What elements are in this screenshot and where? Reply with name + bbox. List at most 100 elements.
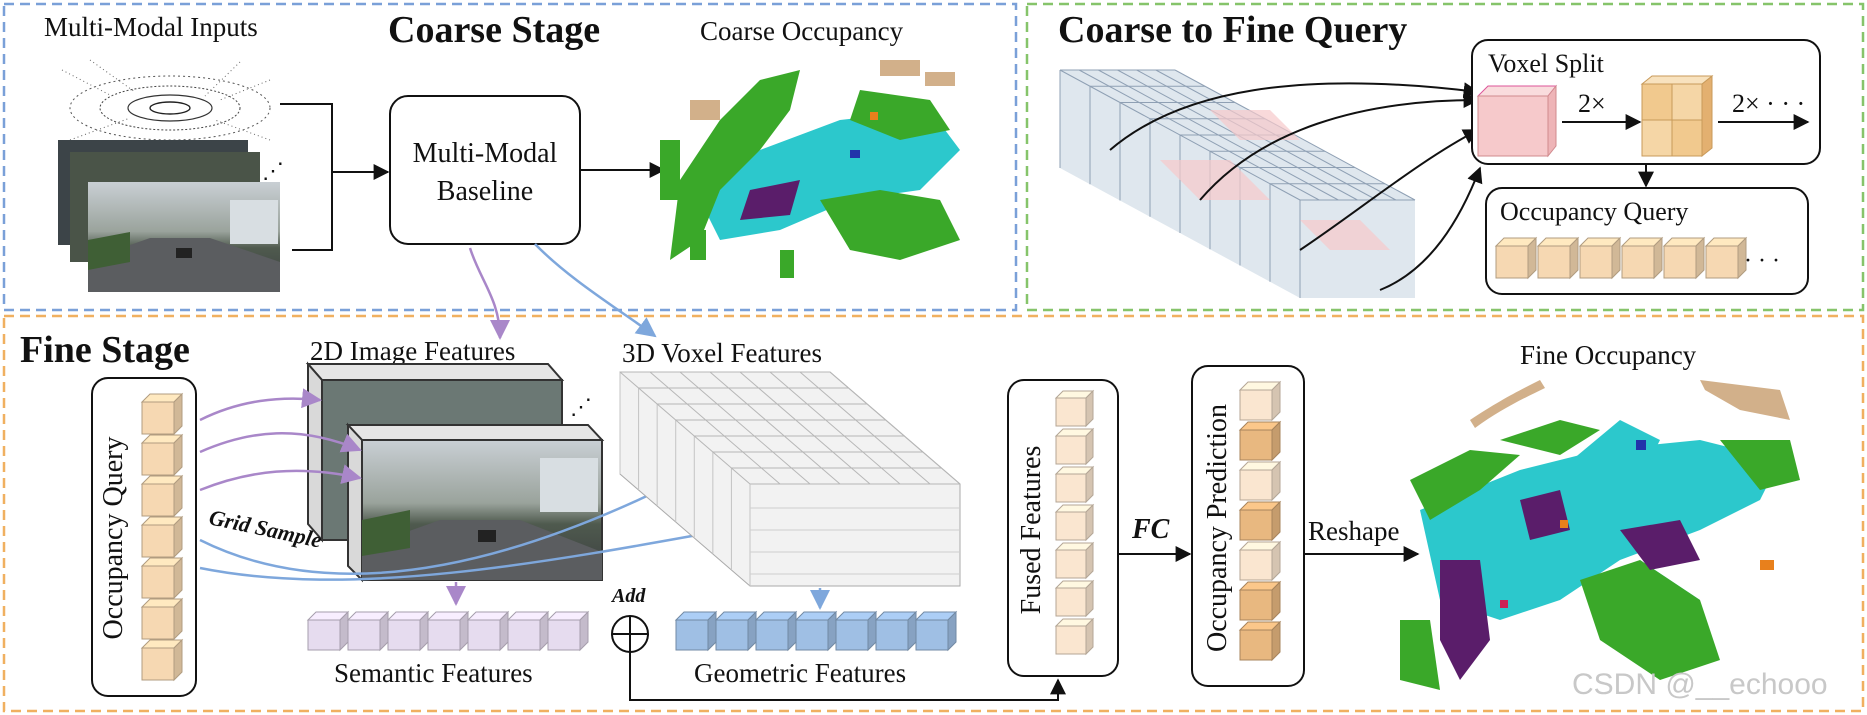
fine-stage-title: Fine Stage — [20, 329, 190, 371]
query-to-voxel-arrow-1 — [199, 478, 682, 575]
geometric-feature-cube — [874, 610, 918, 652]
voxel-split-label: Voxel Split — [1488, 49, 1605, 78]
fine-occupancy-map — [1400, 380, 1800, 690]
baseline-to-image-features-arrow — [468, 247, 510, 340]
top-query-cube — [1536, 236, 1580, 280]
fine-occupancy-label: Fine Occupancy — [1520, 340, 1697, 370]
fused-feature-cubes — [1054, 389, 1095, 656]
fine-stage-frame — [2, 314, 1865, 713]
split-factor-1: 2× — [1578, 89, 1606, 118]
prediction-cube — [1238, 500, 1282, 542]
occupancy-query-label-fine: Occupancy Query — [98, 437, 129, 640]
image-features-ellipsis: ⋰ — [570, 394, 592, 419]
voxel-features-grid-lines — [619, 371, 961, 586]
semantic-feature-cube — [306, 610, 350, 652]
voxel-features-grid — [619, 371, 961, 587]
geometric-feature-cubes — [674, 610, 958, 652]
fused-features-label: Fused Features — [1016, 446, 1047, 615]
split-cube-small-group — [1640, 74, 1714, 158]
grid-sample-label: Grid Sample — [207, 504, 324, 552]
fine-query-cube — [140, 515, 184, 559]
reshape-label: Reshape — [1308, 516, 1399, 546]
semantic-feature-cube — [346, 610, 390, 652]
geometric-features-label: Geometric Features — [694, 658, 906, 688]
image-feature-maps — [305, 361, 605, 583]
query-stage-title: Coarse to Fine Query — [1058, 9, 1407, 51]
top-query-cube — [1494, 236, 1538, 280]
fused-feature-cube — [1054, 503, 1095, 542]
fused-feature-cube — [1054, 541, 1095, 580]
lidar-scan-image — [58, 50, 280, 150]
occupancy-prediction-label: Occupancy Prediction — [1202, 404, 1233, 652]
baseline-to-voxel-features-arrow — [534, 243, 657, 338]
fc-label: FC — [1131, 514, 1170, 545]
grid-to-split-arrow-2 — [1199, 92, 1480, 201]
watermark: CSDN @__echooo — [1572, 668, 1828, 701]
fine-query-cube — [140, 392, 184, 436]
baseline-label-line1: Multi-Modal — [413, 138, 558, 169]
image-features-label: 2D Image Features — [310, 336, 515, 366]
fused-feature-cube — [1054, 617, 1095, 656]
fine-query-cube — [140, 474, 184, 518]
coarse-stage-title: Coarse Stage — [388, 9, 600, 51]
query-to-voxel-arrow-2 — [199, 513, 782, 581]
prediction-cubes — [1238, 380, 1282, 662]
coarse-occupancy-map — [660, 60, 960, 278]
add-operator-icon — [611, 615, 649, 653]
add-label: Add — [610, 585, 646, 607]
grid-to-split-arrow-3 — [1299, 129, 1480, 251]
semantic-feature-cube — [426, 610, 470, 652]
geometric-feature-cube — [794, 610, 838, 652]
fine-query-cube — [140, 433, 184, 477]
grid-to-split-arrow-1 — [1109, 82, 1480, 151]
top-query-cube — [1662, 236, 1706, 280]
add-to-fused-arrow — [629, 652, 1066, 701]
prediction-cube — [1238, 460, 1282, 502]
prediction-cube — [1238, 380, 1282, 422]
coarse-occupancy-label: Coarse Occupancy — [700, 16, 904, 46]
top-query-cube — [1704, 236, 1748, 280]
fine-query-cube — [140, 597, 184, 641]
query-stage-frame — [1025, 2, 1865, 312]
geometric-feature-cube — [714, 610, 758, 652]
fused-feature-cube — [1054, 427, 1095, 466]
prediction-cube — [1238, 580, 1282, 622]
top-query-cube — [1578, 236, 1622, 280]
semantic-features-label: Semantic Features — [334, 658, 533, 688]
multimodal-baseline-box — [389, 95, 581, 245]
inputs-connector — [280, 103, 388, 251]
semantic-feature-cubes — [306, 610, 590, 652]
camera-images-stack — [58, 140, 280, 292]
prediction-cube — [1238, 420, 1282, 462]
fused-feature-cube — [1054, 465, 1095, 504]
query-to-image-arrow-2 — [199, 432, 362, 454]
fused-feature-cube — [1054, 579, 1095, 618]
fine-query-cubes — [140, 392, 184, 682]
multimodal-inputs-label: Multi-Modal Inputs — [44, 12, 258, 42]
fine-query-cube — [140, 556, 184, 600]
top-query-cube — [1620, 236, 1664, 280]
semantic-feature-cube — [466, 610, 510, 652]
query-to-image-arrow-1 — [199, 388, 322, 422]
geometric-feature-cube — [834, 610, 878, 652]
top-query-cubes — [1494, 236, 1748, 280]
occupancy-query-label-top: Occupancy Query — [1500, 197, 1688, 226]
grid-to-split-arrow-4 — [1379, 166, 1483, 291]
inputs-ellipsis: ⋰ — [262, 158, 284, 183]
geometric-feature-cube — [674, 610, 718, 652]
split-cube-large — [1476, 84, 1558, 158]
fine-query-cube — [140, 638, 184, 682]
semantic-feature-cube — [386, 610, 430, 652]
baseline-label-line2: Baseline — [437, 176, 533, 207]
semantic-feature-cube — [506, 610, 550, 652]
query-to-image-arrow-3 — [199, 464, 362, 492]
top-query-ellipsis: · · · — [1744, 248, 1780, 274]
split-factor-2: 2× · · · — [1732, 89, 1805, 118]
semantic-feature-cube — [546, 610, 590, 652]
prediction-cube — [1238, 620, 1282, 662]
geometric-feature-cube — [754, 610, 798, 652]
coarse-voxel-grid — [1059, 69, 1416, 298]
coarse-stage-frame — [2, 2, 1018, 312]
fused-feature-cube — [1054, 389, 1095, 428]
